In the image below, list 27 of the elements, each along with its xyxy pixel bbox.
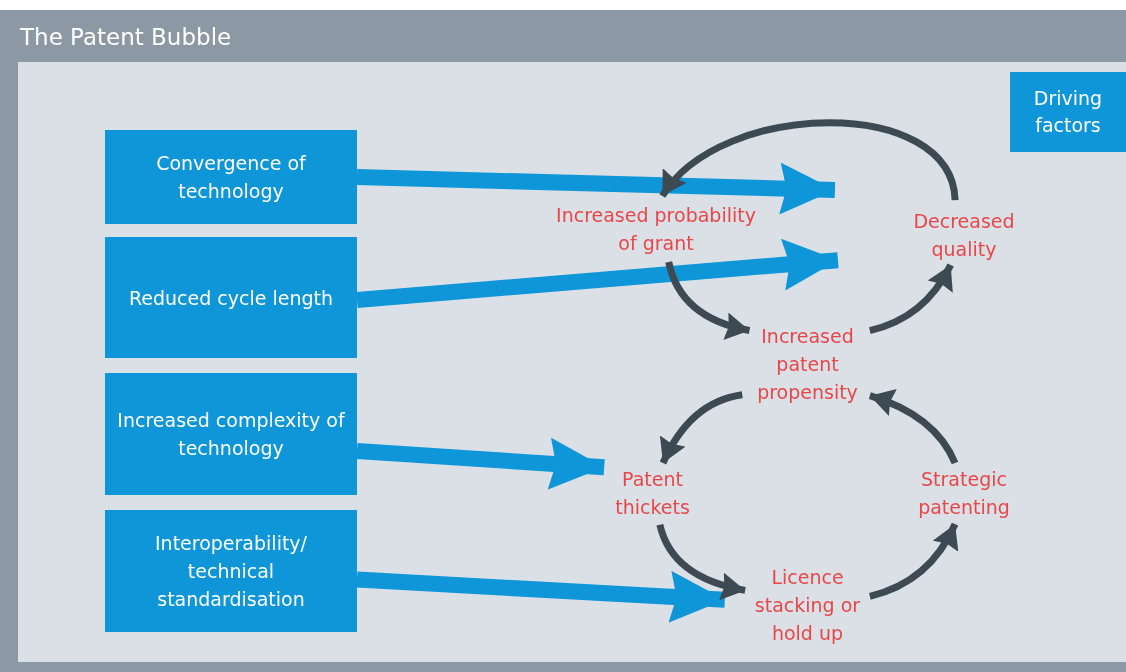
effect-label: Strategic patenting [917, 467, 1011, 520]
cycle-arrow [665, 261, 751, 340]
diagram-title: The Patent Bubble [20, 24, 232, 50]
factor-text: Increased complexity of technology [116, 408, 346, 461]
effect-label: Licence stacking or hold up [753, 565, 862, 646]
factor-text: Reduced cycle length [128, 285, 334, 311]
factor-box [105, 373, 357, 495]
effect-label: Decreased quality [912, 209, 1016, 262]
cycle-arrow [659, 119, 959, 201]
factor-text: Convergence of technology [155, 151, 307, 204]
cycle-arrow [868, 389, 959, 465]
cycle-arrow [868, 522, 959, 600]
cycle-arrow [868, 263, 954, 334]
effect-label: Increased probability of grant [555, 203, 757, 256]
cycle-arrow [656, 523, 746, 600]
factor-text: Interoperability/ technical standardisation [154, 531, 308, 612]
driver-arrow [356, 570, 726, 623]
driver-arrow [356, 437, 605, 490]
factor-box [105, 510, 357, 632]
tag-text: Driving factors [1032, 86, 1104, 138]
cycle-arrow [659, 391, 743, 465]
effect-label: Increased patent propensity [756, 324, 859, 405]
factor-box [105, 130, 357, 224]
effect-label: Patent thickets [614, 467, 691, 520]
driver-arrow [356, 162, 836, 215]
factor-box [105, 237, 357, 358]
driver-arrow [356, 238, 839, 308]
